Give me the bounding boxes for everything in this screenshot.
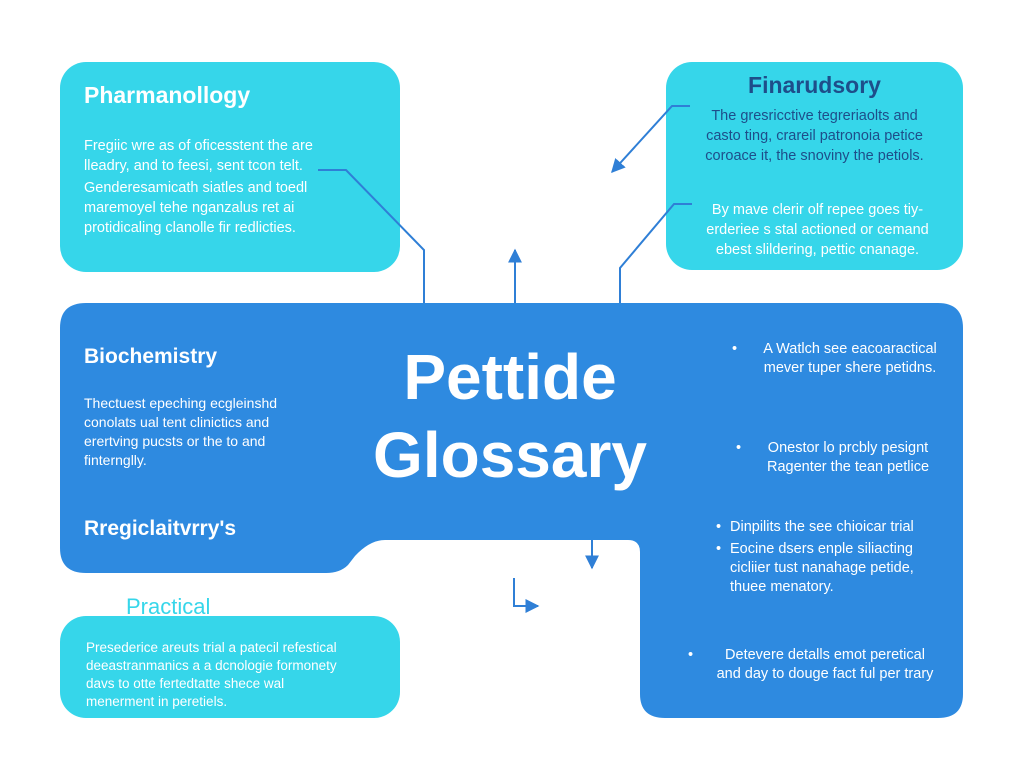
text-line: protidicaling clanolle fir redlicties. — [84, 220, 296, 236]
biochemistry-text: Thectuest epeching ecgleinshd conolats u… — [84, 394, 277, 470]
text-line: menerment in peretiels. — [86, 694, 228, 709]
pharmacology-heading: Pharmanollogy — [84, 82, 251, 108]
practical-text: Presederice areuts trial a patecil refes… — [86, 639, 337, 711]
text-line: Eocine dsers enple siliacting — [730, 541, 913, 557]
text-line: Fregiic wre as of oficesstent the are — [84, 138, 313, 154]
text-line: By mave clerir olf repee goes tiy- — [711, 202, 924, 218]
finarudsory-text-1: The gresricctive tegreriaolts and casto … — [666, 106, 963, 166]
bullet-item-4: • Eocine dsers enple siliacting cicliier… — [716, 540, 956, 597]
text-line: A Watlch see eacoaractical — [763, 341, 937, 357]
text-line: lleadry, and to feesi, sent tcon telt. — [84, 158, 303, 174]
text-line: coroace it, the snoviny the petiols. — [705, 148, 924, 164]
connector-finarudsory-bottom — [619, 203, 692, 303]
text-line: maremoyel tehe nganzalus ret ai — [84, 200, 295, 216]
text-line: erertving pucsts or the to and — [84, 433, 266, 449]
text-line: and day to douge fact ful per trary — [716, 666, 934, 682]
practical-card — [60, 616, 400, 718]
finarudsory-text-2: By mave clerir olf repee goes tiy- erder… — [690, 200, 945, 260]
title-line-1: Pettide — [403, 341, 617, 413]
text-line: mever tuper shere petidns. — [763, 360, 937, 376]
text-line: ebest slildering, pettic cnanage. — [715, 242, 920, 258]
bullet-item-2: • Onestor lo prcbly pesignt Ragenter the… — [736, 439, 946, 477]
bullet-dot: • — [716, 519, 722, 535]
pharmacology-text-1: Fregiic wre as of oficesstent the are ll… — [84, 136, 313, 176]
connector-finarudsory-top — [611, 105, 690, 174]
bullet-dot: • — [732, 341, 738, 357]
connector-pharmacology — [318, 169, 425, 303]
text-line: conolats ual tent clinictics and — [84, 414, 270, 430]
text-line: casto ting, crareil patronoia petice — [706, 128, 923, 144]
text-line: Detevere detalls emot peretical — [725, 647, 925, 663]
connector-elbow — [513, 578, 540, 613]
glossary-title: Pettide Glossary — [340, 338, 680, 494]
bullet-item-5: • Detevere detalls emot peretical and da… — [688, 646, 948, 684]
pharmacology-text-2: Genderesamicath siatles and toedl maremo… — [84, 178, 307, 238]
text-line: davs to otte fertedtatte shece wal — [86, 676, 285, 691]
text-line: deeastranmanics a a dcnologie formonety — [86, 658, 337, 673]
regulatory-heading: Rregiclaitvrry's — [84, 517, 237, 540]
bullet-dot: • — [736, 440, 742, 456]
bullet-item-3: • Dinpilits the see chioicar trial — [716, 518, 956, 537]
text-line: cicliier tust nanahage petide, — [730, 560, 914, 576]
biochemistry-heading: Biochemistry — [84, 345, 218, 368]
text-line: Ragenter the tean petlice — [766, 459, 930, 475]
text-line: Thectuest epeching ecgleinshd — [84, 395, 278, 411]
text-line: Dinpilits the see chioicar trial — [730, 519, 914, 535]
bullet-dot: • — [716, 541, 722, 557]
finarudsory-card — [666, 62, 963, 270]
finarudsory-heading: Finarudsory — [748, 72, 881, 98]
text-line: Presederice areuts trial a patecil refes… — [86, 640, 337, 655]
title-line-2: Glossary — [373, 419, 647, 491]
text-line: The gresricctive tegreriaolts and — [711, 108, 918, 124]
bullet-dot: • — [688, 647, 694, 663]
text-line: Onestor lo prcbly pesignt — [767, 440, 929, 456]
text-line: finternglly. — [84, 452, 147, 468]
text-line: Genderesamicath siatles and toedl — [84, 180, 308, 196]
bullet-item-1: • A Watlch see eacoaractical mever tuper… — [732, 340, 952, 378]
text-line: thuee menatory. — [730, 579, 834, 595]
text-line: erderiee s stal actioned or cemand — [706, 222, 929, 238]
practical-heading: Practical — [126, 594, 211, 619]
pharmacology-card — [60, 62, 400, 272]
